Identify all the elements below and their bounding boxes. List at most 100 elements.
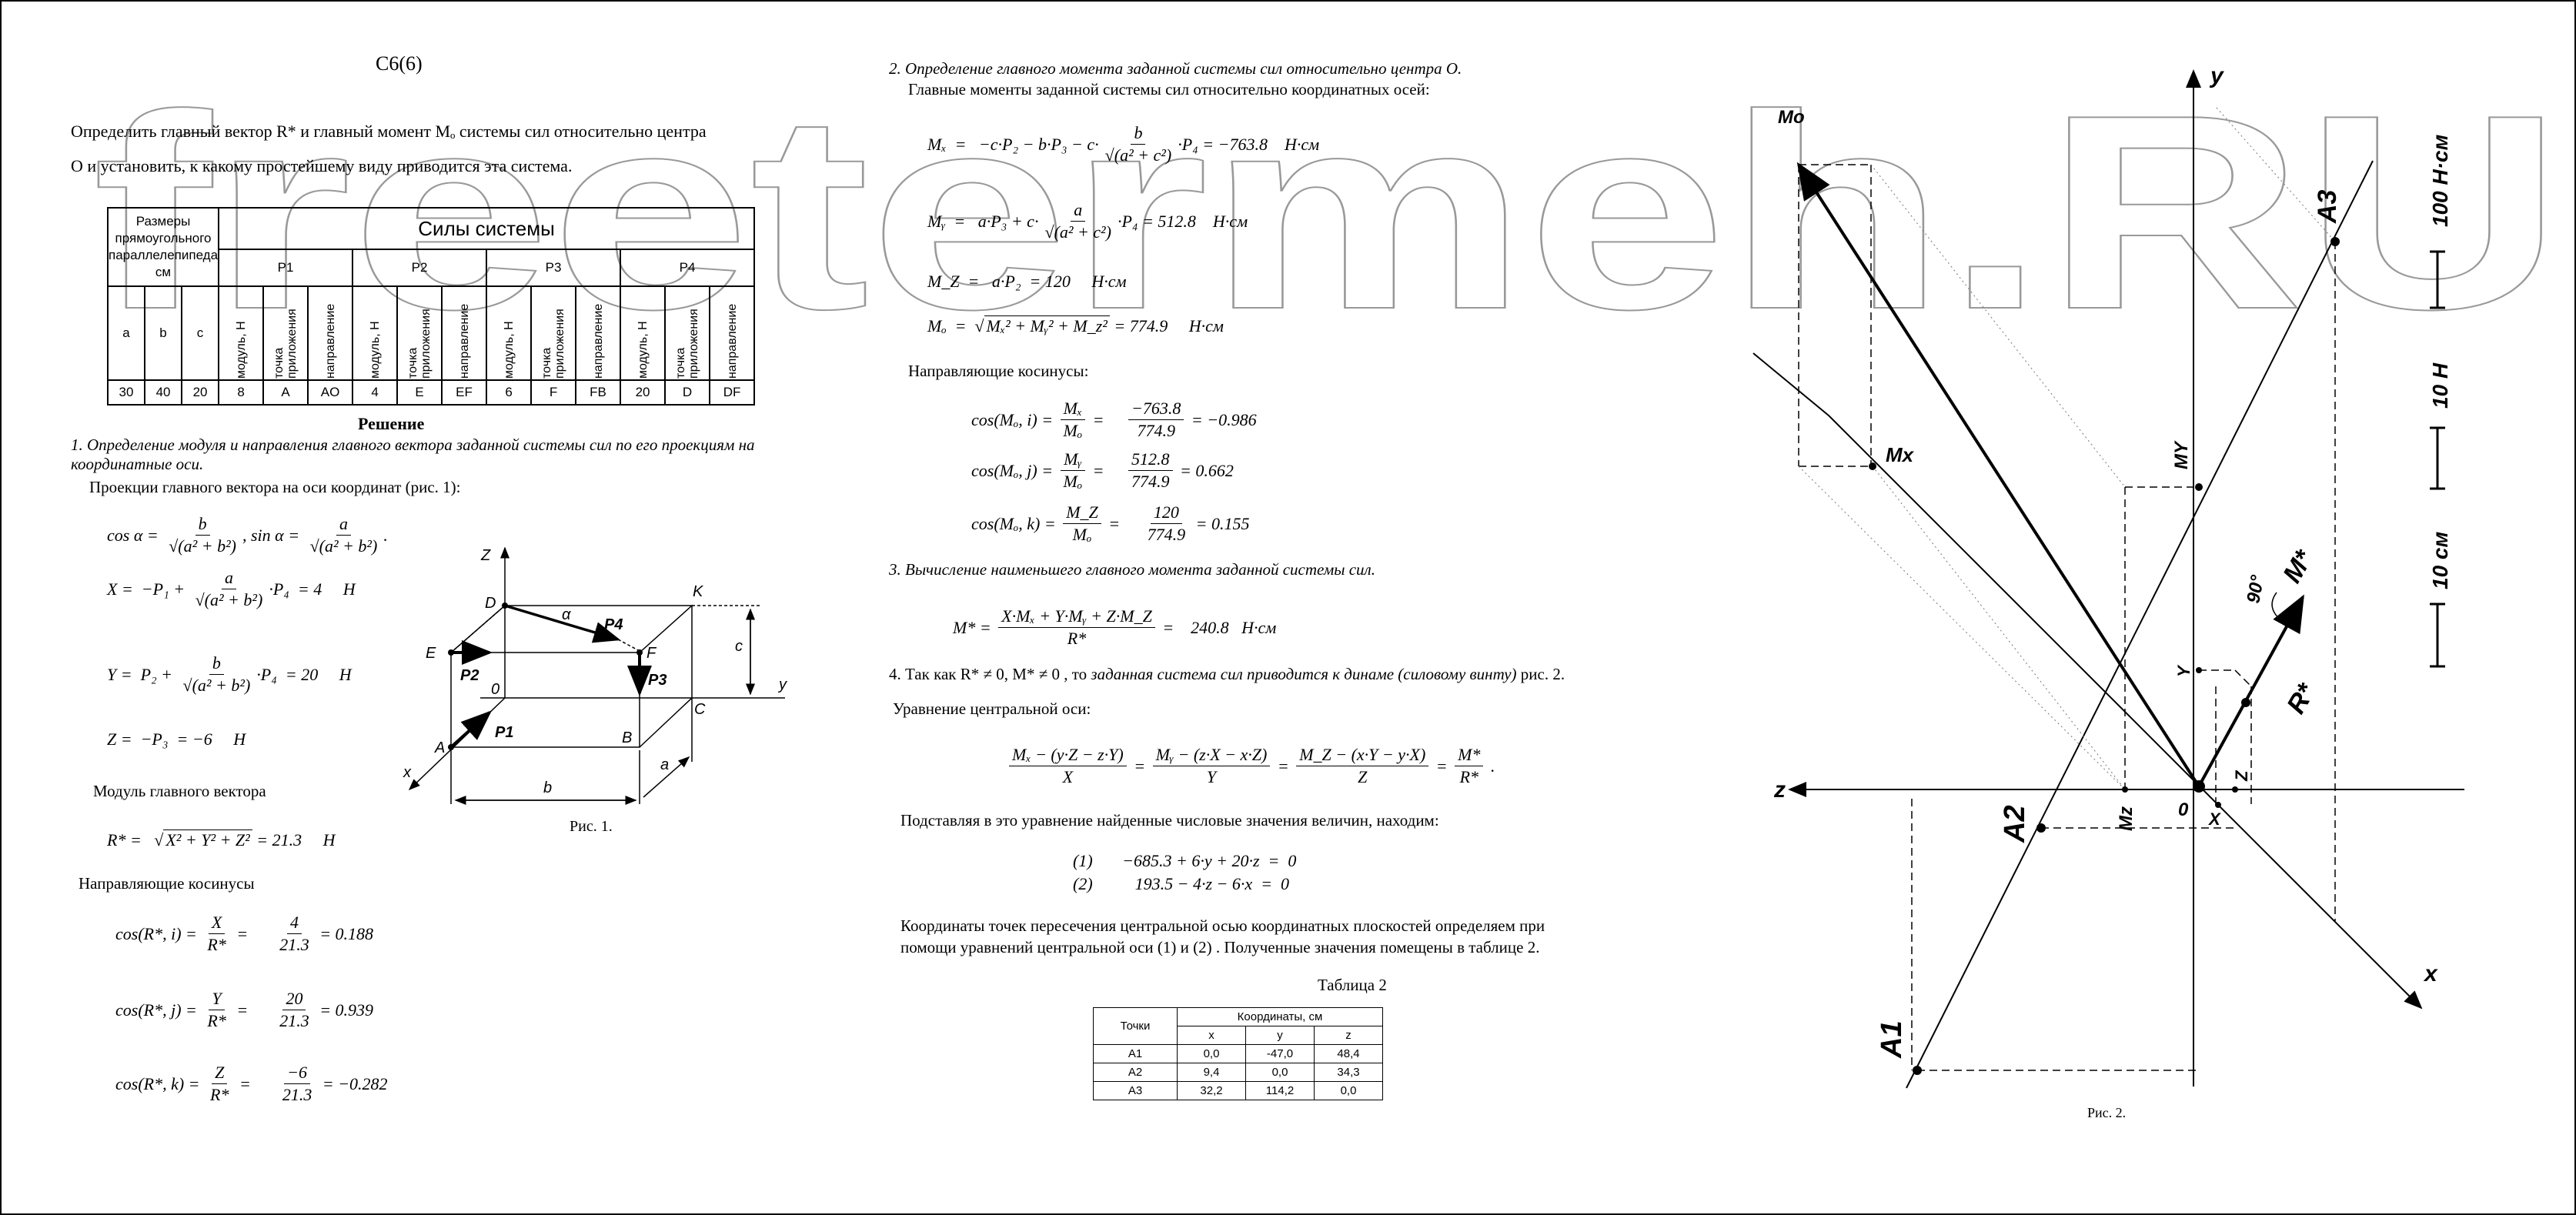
fig1-label-p1: P1 — [495, 724, 513, 741]
fig2-label-r: R* — [2281, 678, 2322, 719]
figure-1: Z x y 0 D K E F A B C P1 P2 P3 P4 α a b … — [403, 546, 787, 835]
numerator: M_Z − (x·Y − y·X) — [1296, 745, 1429, 766]
fig2-label-a1: A1 — [1876, 1020, 1908, 1059]
denominator: Z — [1358, 767, 1368, 786]
numerator: 4 — [286, 913, 302, 934]
fig2-label-z: z — [1773, 777, 1786, 803]
section4-a: 4. Так как R* ≠ 0, M* ≠ 0 , то — [889, 665, 1091, 683]
formula-x: X = −P₁ + a√(a² + b²)·P₄ = 4 Н — [107, 568, 356, 610]
formula-mo: Mₒ = √Mₓ² + Mᵧ² + M_z² = 774.9 Н·см — [927, 315, 1224, 336]
formula-text: cos α = — [107, 525, 163, 545]
section1-title: 1. Определение модуля и направления глав… — [71, 436, 755, 455]
subcol-header: модуль, Н — [218, 285, 265, 381]
denominator: Mₒ — [1063, 472, 1083, 491]
force-header: P4 — [620, 249, 756, 287]
formula-mx: Mₓ = −c·P₂ − b·P₃ − c·b√(a² + c²)·P₄ = −… — [927, 123, 1319, 165]
formula-text: ·P₄ = 4 Н — [269, 579, 356, 599]
fig1-label-alpha: α — [562, 606, 571, 623]
value-cell: FB — [575, 379, 622, 406]
coords-text-b: помощи уравнений центральной оси (1) и (… — [900, 938, 1540, 956]
fig1-caption: Рис. 1. — [570, 818, 613, 835]
formula-text: . — [383, 525, 388, 545]
fig1-label-a: A — [434, 739, 445, 756]
subcol-header: направление — [441, 285, 488, 381]
denominator: 21.3 — [279, 1011, 309, 1030]
value-cell: E — [396, 379, 443, 406]
formula-fraction: M*R* — [1455, 745, 1484, 787]
fig1-label-dim-c: c — [735, 638, 743, 655]
formula-r: R* = √X² + Y² + Z² = 21.3 Н — [107, 829, 335, 850]
formula-eq1: (1) −685.3 + 6·y + 20·z = 0 — [1073, 851, 1296, 871]
formula-text: M_Z = a·P₂ = 120 Н·см — [927, 272, 1127, 291]
numerator: a — [221, 568, 236, 589]
table2-axis: y — [1245, 1026, 1315, 1045]
scale-force-label: 10 Н — [2428, 362, 2452, 409]
formula-text: Y = P₂ + — [107, 664, 177, 684]
table2-axis: z — [1314, 1026, 1383, 1045]
formula-my: Mᵧ = a·P₃ + c·a√(a² + c²)·P₄ = 512.8 Н·с… — [927, 200, 1248, 242]
numerator: Mₓ − (y·Z − z·Y) — [1009, 745, 1127, 766]
denominator: R* — [1459, 767, 1479, 786]
fig1-front-face — [450, 653, 640, 748]
numerator: M_Z — [1063, 502, 1101, 524]
formula-cos-alpha: cos α = b√(a² + b²), sin α = a√(a² + b²)… — [107, 514, 388, 556]
formula-text: = — [232, 1000, 274, 1020]
force-header: P1 — [218, 249, 354, 287]
formula-text: = −0.282 — [318, 1073, 388, 1093]
numerator: Y — [209, 989, 225, 1010]
cell: A1 — [1093, 1044, 1178, 1063]
table2-col-coords: Координаты, см — [1177, 1007, 1383, 1026]
formula-text: = 774.9 Н·см — [1109, 315, 1224, 335]
numerator: 512.8 — [1128, 449, 1173, 471]
force-header: P3 — [486, 249, 622, 287]
formula-fraction: b√(a² + b²) — [165, 514, 239, 556]
section2-title: 2. Определение главного момента заданной… — [889, 59, 1462, 78]
numerator: X·Mₓ + Y·Mᵧ + Z·M_Z — [998, 606, 1155, 628]
denominator: R* — [207, 935, 226, 954]
fig2-label-mx: Mx — [1886, 443, 1915, 466]
subcol-header: точка приложения — [530, 285, 577, 381]
formula-radicand: X² + Y² + Z² — [163, 829, 252, 850]
denominator: √(a² + b²) — [195, 590, 263, 609]
modulus-text: Модуль главного вектора — [93, 782, 266, 800]
cell: 32,2 — [1177, 1081, 1246, 1100]
formula-text: ·P₄ = −763.8 Н·см — [1178, 134, 1320, 154]
numerator: a — [1071, 200, 1086, 222]
numerator: Mᵧ − (z·X − x·Z) — [1152, 745, 1271, 766]
value-cell: EF — [441, 379, 488, 406]
formula-radicand: Mₓ² + Mᵧ² + M_z² — [984, 315, 1110, 336]
value-cell: DF — [709, 379, 756, 406]
denominator: √(a² + b²) — [309, 536, 378, 556]
formula-text: cos(Mₒ, k) = — [971, 513, 1061, 533]
fig2-label-mz: Mz — [2116, 806, 2137, 831]
subcol-header: модуль, Н — [486, 285, 533, 381]
formula-text: cos(R*, j) = — [115, 1000, 202, 1020]
formula-text: . — [1486, 756, 1495, 776]
formula-fraction: b√(a² + b²) — [180, 653, 254, 696]
subcol-header: точка приложения — [262, 285, 309, 381]
subcol-header: точка приложения — [396, 285, 443, 381]
value-cell: 20 — [181, 379, 220, 406]
formula-text: = — [232, 923, 274, 943]
subcol-header: модуль, Н — [352, 285, 399, 381]
formula-text: Mᵧ = a·P₃ + c· — [927, 211, 1039, 231]
numerator: a — [336, 514, 351, 536]
subcol-header: направление — [307, 285, 354, 381]
table2-col-points: Точки — [1093, 1007, 1178, 1045]
section2-subtitle: Главные моменты заданной системы сил отн… — [908, 80, 1430, 98]
formula-text: , sin α = — [242, 525, 304, 545]
solution-heading: Решение — [358, 414, 425, 433]
formula-text: = −0.986 — [1187, 409, 1257, 429]
formula-central-axis: Mₓ − (y·Z − z·Y)X = Mᵧ − (z·X − x·Z)Y = … — [1006, 745, 1495, 787]
fig2-label-z-point: Z — [2232, 769, 2251, 782]
